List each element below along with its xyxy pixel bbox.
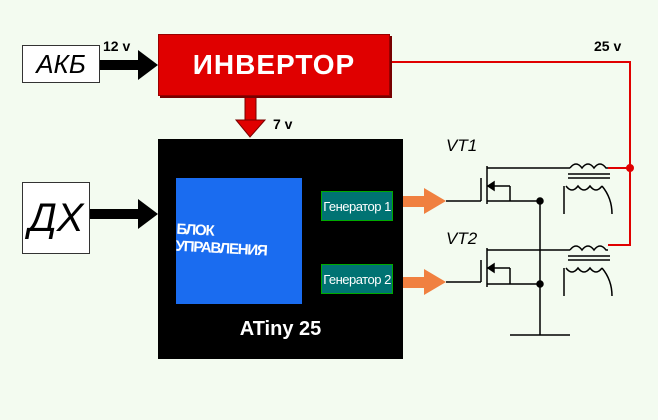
- sensor-label: ДХ: [28, 195, 84, 240]
- transistor-vt1-symbol: [446, 166, 570, 204]
- transistor-vt2-label: VT2: [446, 229, 478, 248]
- generator-1-block: Генератор 1: [321, 191, 393, 221]
- inverter-to-mcu-arrow: [234, 94, 267, 138]
- supply-voltage-label: 7 v: [273, 116, 293, 132]
- sensor-block: ДХ: [22, 182, 90, 254]
- generator-2-output-arrow: [393, 269, 446, 295]
- transformer-2: [563, 245, 613, 297]
- microcontroller-label: ATiny 25: [239, 318, 322, 340]
- generator-1-output-arrow: [393, 188, 446, 214]
- inverter-block: ИНВЕРТОР: [158, 34, 390, 96]
- output-voltage-label: 25 v: [594, 38, 622, 54]
- battery-to-inverter-arrow: [100, 50, 158, 80]
- transistor-vt2-symbol: [446, 248, 570, 287]
- generator-2-block: Генератор 2: [321, 264, 393, 294]
- inverter-label: ИНВЕРТОР: [192, 49, 356, 80]
- input-voltage-label: 12 v: [103, 38, 131, 54]
- transformer-1: [563, 163, 613, 215]
- control-unit-label: БЛОК УПРАВЛЕНИЯ: [175, 220, 267, 260]
- generator-2-label: Генератор 2: [323, 271, 391, 287]
- control-unit-block: БЛОК УПРАВЛЕНИЯ: [175, 178, 302, 304]
- battery-label: АКБ: [36, 48, 86, 79]
- sensor-to-mcu-arrow: [90, 199, 158, 229]
- generator-1-label: Генератор 1: [323, 198, 391, 214]
- power-line-25v: [390, 61, 634, 246]
- ground-bus: [510, 197, 570, 336]
- battery-block: АКБ: [22, 45, 100, 83]
- transistor-vt1-label: VT1: [446, 136, 478, 155]
